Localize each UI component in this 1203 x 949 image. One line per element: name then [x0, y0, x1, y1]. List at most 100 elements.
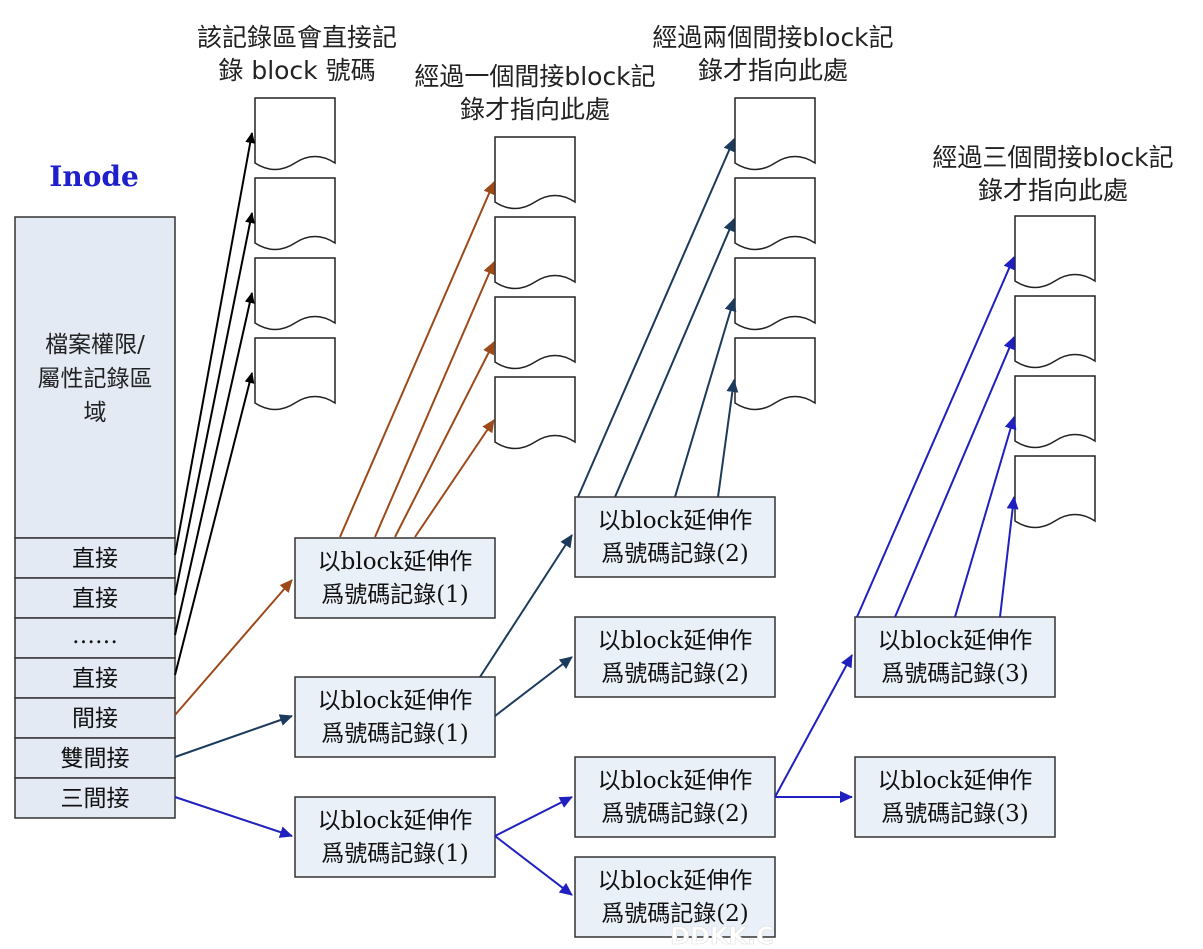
inode-title: Inode: [49, 160, 139, 193]
svg-text:經過兩個間接block記: 經過兩個間接block記: [652, 23, 893, 52]
svg-text:以block延伸作: 以block延伸作: [878, 628, 1033, 654]
svg-text:錄才指向此處: 錄才指向此處: [698, 56, 848, 85]
svg-text:錄才指向此處: 錄才指向此處: [978, 176, 1128, 205]
inode-cell-direct: [14, 537, 176, 579]
record-box-double-1: 以block延伸作 爲號碼記錄(1): [294, 676, 496, 758]
inode-cell-triple-indirect: [14, 777, 176, 819]
inode-cell-label: 間接: [72, 706, 118, 732]
svg-text:以block延伸作: 以block延伸作: [878, 768, 1033, 794]
record-box-double-2a: 以block延伸作 爲號碼記錄(2): [574, 496, 776, 578]
arrow: [494, 835, 573, 896]
arrow: [174, 132, 256, 556]
svg-text:以block延伸作: 以block延伸作: [318, 549, 473, 575]
inode-cell-label: 直接: [72, 666, 118, 692]
arrow: [174, 372, 255, 676]
arrow: [414, 419, 495, 538]
record-box-triple-1: 以block延伸作 爲號碼記錄(1): [294, 796, 496, 878]
inode-cell-indirect: [14, 697, 176, 739]
svg-text:以block延伸作: 以block延伸作: [598, 508, 753, 534]
watermark: DDKK.C: [670, 922, 774, 949]
arrow: [174, 714, 293, 758]
indirect-arrows: [174, 181, 495, 716]
record-box-triple-2a: 以block延伸作 爲號碼記錄(2): [574, 756, 776, 838]
data-block: [734, 257, 816, 331]
arrow: [479, 534, 573, 678]
data-block: [254, 97, 336, 171]
inode-attributes-line: 域: [84, 400, 107, 426]
svg-text:該記錄區會直接記: 該記錄區會直接記: [197, 23, 397, 52]
inode-table: 檔案權限/ 屬性記錄區 域 直接 直接 …… 直接 間接 雙間接 三間接: [14, 216, 176, 819]
svg-text:以block延伸作: 以block延伸作: [318, 808, 473, 834]
arrow: [494, 656, 573, 717]
inode-cell-ellipsis: [14, 617, 176, 659]
arrow: [717, 379, 739, 498]
svg-text:爲號碼記錄(2): 爲號碼記錄(2): [601, 901, 749, 927]
arrow: [774, 654, 853, 798]
data-block: [254, 337, 336, 411]
arrow: [856, 256, 1015, 618]
data-block: [494, 216, 576, 290]
direct-caption: 該記錄區會直接記 錄 block 號碼: [197, 23, 397, 85]
svg-text:爲號碼記錄(3): 爲號碼記錄(3): [881, 661, 1029, 687]
arrow: [674, 298, 737, 498]
arrow: [894, 336, 1015, 618]
svg-text:經過三個間接block記: 經過三個間接block記: [932, 143, 1173, 172]
svg-text:爲號碼記錄(1): 爲號碼記錄(1): [321, 582, 469, 608]
inode-attributes-line: 檔案權限/: [45, 332, 145, 358]
data-block: [1014, 295, 1096, 369]
data-block: [494, 136, 576, 210]
data-block: [494, 296, 576, 370]
svg-text:爲號碼記錄(3): 爲號碼記錄(3): [881, 801, 1029, 827]
arrow: [954, 416, 1017, 618]
arrow: [614, 218, 735, 498]
inode-attributes-line: 屬性記錄區: [38, 366, 153, 392]
inode-cell-label: 雙間接: [61, 746, 130, 772]
triple-indirect-arrows: [174, 256, 1019, 896]
indirect-caption: 經過一個間接block記 錄才指向此處: [414, 62, 655, 124]
arrow: [999, 496, 1019, 618]
svg-text:錄 block 號碼: 錄 block 號碼: [218, 56, 375, 85]
arrow: [577, 138, 735, 498]
svg-text:以block延伸作: 以block延伸作: [318, 688, 473, 714]
record-box-triple-3a: 以block延伸作 爲號碼記錄(3): [854, 616, 1056, 698]
svg-text:以block延伸作: 以block延伸作: [598, 768, 753, 794]
arrow: [394, 341, 495, 538]
data-block: [254, 177, 336, 251]
data-blocks-direct: [254, 97, 336, 411]
double-indirect-caption: 經過兩個間接block記 錄才指向此處: [652, 23, 893, 85]
inode-cell-label: 直接: [72, 586, 118, 612]
svg-text:經過一個間接block記: 經過一個間接block記: [414, 62, 655, 91]
svg-text:錄才指向此處: 錄才指向此處: [460, 95, 610, 124]
svg-text:以block延伸作: 以block延伸作: [598, 628, 753, 654]
record-box-triple-2b: 以block延伸作 爲號碼記錄(2): [574, 856, 776, 938]
data-block: [254, 257, 336, 331]
record-box-indirect-1: 以block延伸作 爲號碼記錄(1): [294, 537, 496, 619]
triple-indirect-caption: 經過三個間接block記 錄才指向此處: [932, 143, 1173, 205]
svg-text:爲號碼記錄(2): 爲號碼記錄(2): [601, 801, 749, 827]
data-block: [734, 177, 816, 251]
arrow: [174, 212, 255, 596]
record-box-triple-3b: 以block延伸作 爲號碼記錄(3): [854, 756, 1056, 838]
svg-text:爲號碼記錄(1): 爲號碼記錄(1): [321, 841, 469, 867]
double-indirect-arrows: [174, 138, 739, 758]
data-block: [1014, 375, 1096, 449]
arrow: [174, 292, 255, 636]
arrow: [174, 579, 293, 716]
data-block: [1014, 455, 1096, 529]
arrow: [339, 181, 495, 538]
svg-text:以block延伸作: 以block延伸作: [598, 868, 753, 894]
arrow: [374, 261, 495, 538]
svg-text:爲號碼記錄(2): 爲號碼記錄(2): [601, 661, 749, 687]
arrow: [494, 796, 573, 837]
svg-text:爲號碼記錄(1): 爲號碼記錄(1): [321, 721, 469, 747]
data-block: [734, 337, 816, 411]
inode-attributes-area: [14, 216, 176, 539]
arrow: [174, 796, 293, 838]
direct-arrows: [174, 132, 256, 676]
record-box-double-2b: 以block延伸作 爲號碼記錄(2): [574, 616, 776, 698]
inode-cell-label: 三間接: [61, 786, 130, 812]
data-blocks-indirect: [494, 136, 576, 450]
data-blocks-triple: [1014, 215, 1096, 529]
data-blocks-double: [734, 97, 816, 411]
